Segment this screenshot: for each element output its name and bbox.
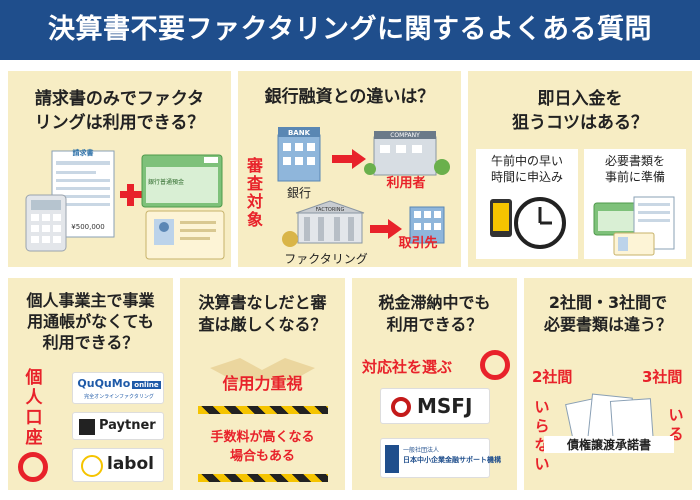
q7-vertical-not-needed: い ら な い	[534, 398, 550, 473]
factoring-sign: FACTORING	[316, 207, 345, 213]
client-label: 取引先	[398, 235, 437, 251]
client-building-icon	[409, 206, 445, 244]
page-header: 決算書不要ファクタリングに関するよくある質問	[0, 0, 700, 60]
labol-logo: labol	[72, 448, 164, 482]
factoring-label: ファクタリング	[284, 252, 368, 266]
panel-q7: 2社間・3社間で 必要書類は違う？ 2社間 3社間 い ら な い い る 債権…	[524, 278, 692, 490]
page-title: 決算書不要ファクタリングに関するよくある質問	[48, 14, 652, 45]
panel-q5: 決算書なしだと審 査は厳しくなる？ 信用力重視 手数料が高くなる 場合もある	[180, 278, 345, 490]
q7-label-2party: 2社間	[532, 368, 573, 386]
arrow-right-icon-2	[370, 219, 402, 239]
caution-stripe-bottom	[198, 474, 328, 482]
circle-ok-icon	[18, 452, 48, 482]
passbook-icon	[141, 154, 223, 208]
panel-q2: 銀行融資との違いは？ 審 査 対 象 BANK COMPANY 銀行 利用者	[238, 71, 461, 267]
japan-sme-finance-logo: 一般社団法人 日本中小企業金融サポート機構	[380, 438, 501, 478]
circle-ok-icon-2	[480, 350, 510, 380]
calculator-icon	[25, 194, 67, 252]
msfj-logo: MSFJ	[380, 388, 490, 424]
q5-title: 決算書なしだと審 査は厳しくなる？	[198, 293, 327, 334]
q5-label1: 信用力重視	[222, 374, 303, 393]
q4-title: 個人事業主で事業 用通帳がなくても 利用できる？	[26, 291, 155, 352]
arrow-right-icon	[332, 149, 366, 169]
q1-title: 請求書のみでファクタ リングは利用できる？	[34, 89, 205, 133]
invoice-label: 請求書	[73, 148, 94, 157]
q3-title: 即日入金を 狙うコツはある？	[512, 89, 648, 133]
bank-building-icon	[277, 127, 321, 182]
clock-phone-icon	[490, 197, 566, 249]
q4-vertical-label: 個 人 口 座	[25, 368, 43, 448]
bank-label: 銀行	[287, 186, 311, 200]
q2-vertical-label: 審 査 対 象	[246, 156, 263, 229]
id-card-icon	[145, 210, 225, 260]
company-building-icon	[364, 131, 450, 176]
q7-label-3party: 3社間	[642, 368, 683, 386]
panel-q3: 即日入金を 狙うコツはある？ 午前中の早い 時間に申込み 必要書類を 事前に準備	[468, 71, 692, 267]
q7-title: 2社間・3社間で 必要書類は違う？	[543, 293, 672, 334]
factoring-building-icon	[282, 200, 365, 247]
q6-label: 対応社を選ぶ	[362, 358, 453, 376]
q2-illustration: BANK COMPANY 銀行 利用者 FACTORING 取	[277, 127, 450, 266]
company-sign: COMPANY	[390, 132, 420, 139]
caution-stripe-top	[198, 406, 328, 414]
invoice-amount: ¥500,000	[71, 223, 104, 231]
paytner-logo: Paytner	[72, 412, 164, 440]
q3-tip2-text: 必要書類を 事前に準備	[604, 154, 665, 184]
q3-tip1-text: 午前中の早い 時間に申込み	[490, 154, 563, 184]
plus-icon	[120, 184, 142, 206]
user-label: 利用者	[386, 175, 425, 191]
q3-tip1-box: 午前中の早い 時間に申込み	[476, 149, 578, 259]
passbook-label: 銀行普通預金	[148, 178, 184, 186]
panel-q6: 税金滞納中でも 利用できる？ 対応社を選ぶ MSFJ 一般社団法人 日本中小企業…	[352, 278, 517, 490]
q2-title: 銀行融資との違いは？	[264, 87, 435, 107]
bank-sign: BANK	[288, 129, 311, 137]
handshake-icon	[210, 358, 315, 382]
q7-doc-label: 債権譲渡承諾書	[544, 436, 674, 453]
q1-illustration: 請求書 ¥500,000 銀行普通預金	[25, 148, 225, 260]
documents-icon	[593, 196, 675, 256]
q5-label2: 手数料が高くなる 場合もある	[210, 430, 315, 464]
q6-title: 税金滞納中でも 利用できる？	[378, 293, 491, 334]
q3-tip2-box: 必要書類を 事前に準備	[584, 149, 686, 259]
panel-q1: 請求書のみでファクタ リングは利用できる？ 請求書 ¥500,000	[8, 71, 231, 267]
